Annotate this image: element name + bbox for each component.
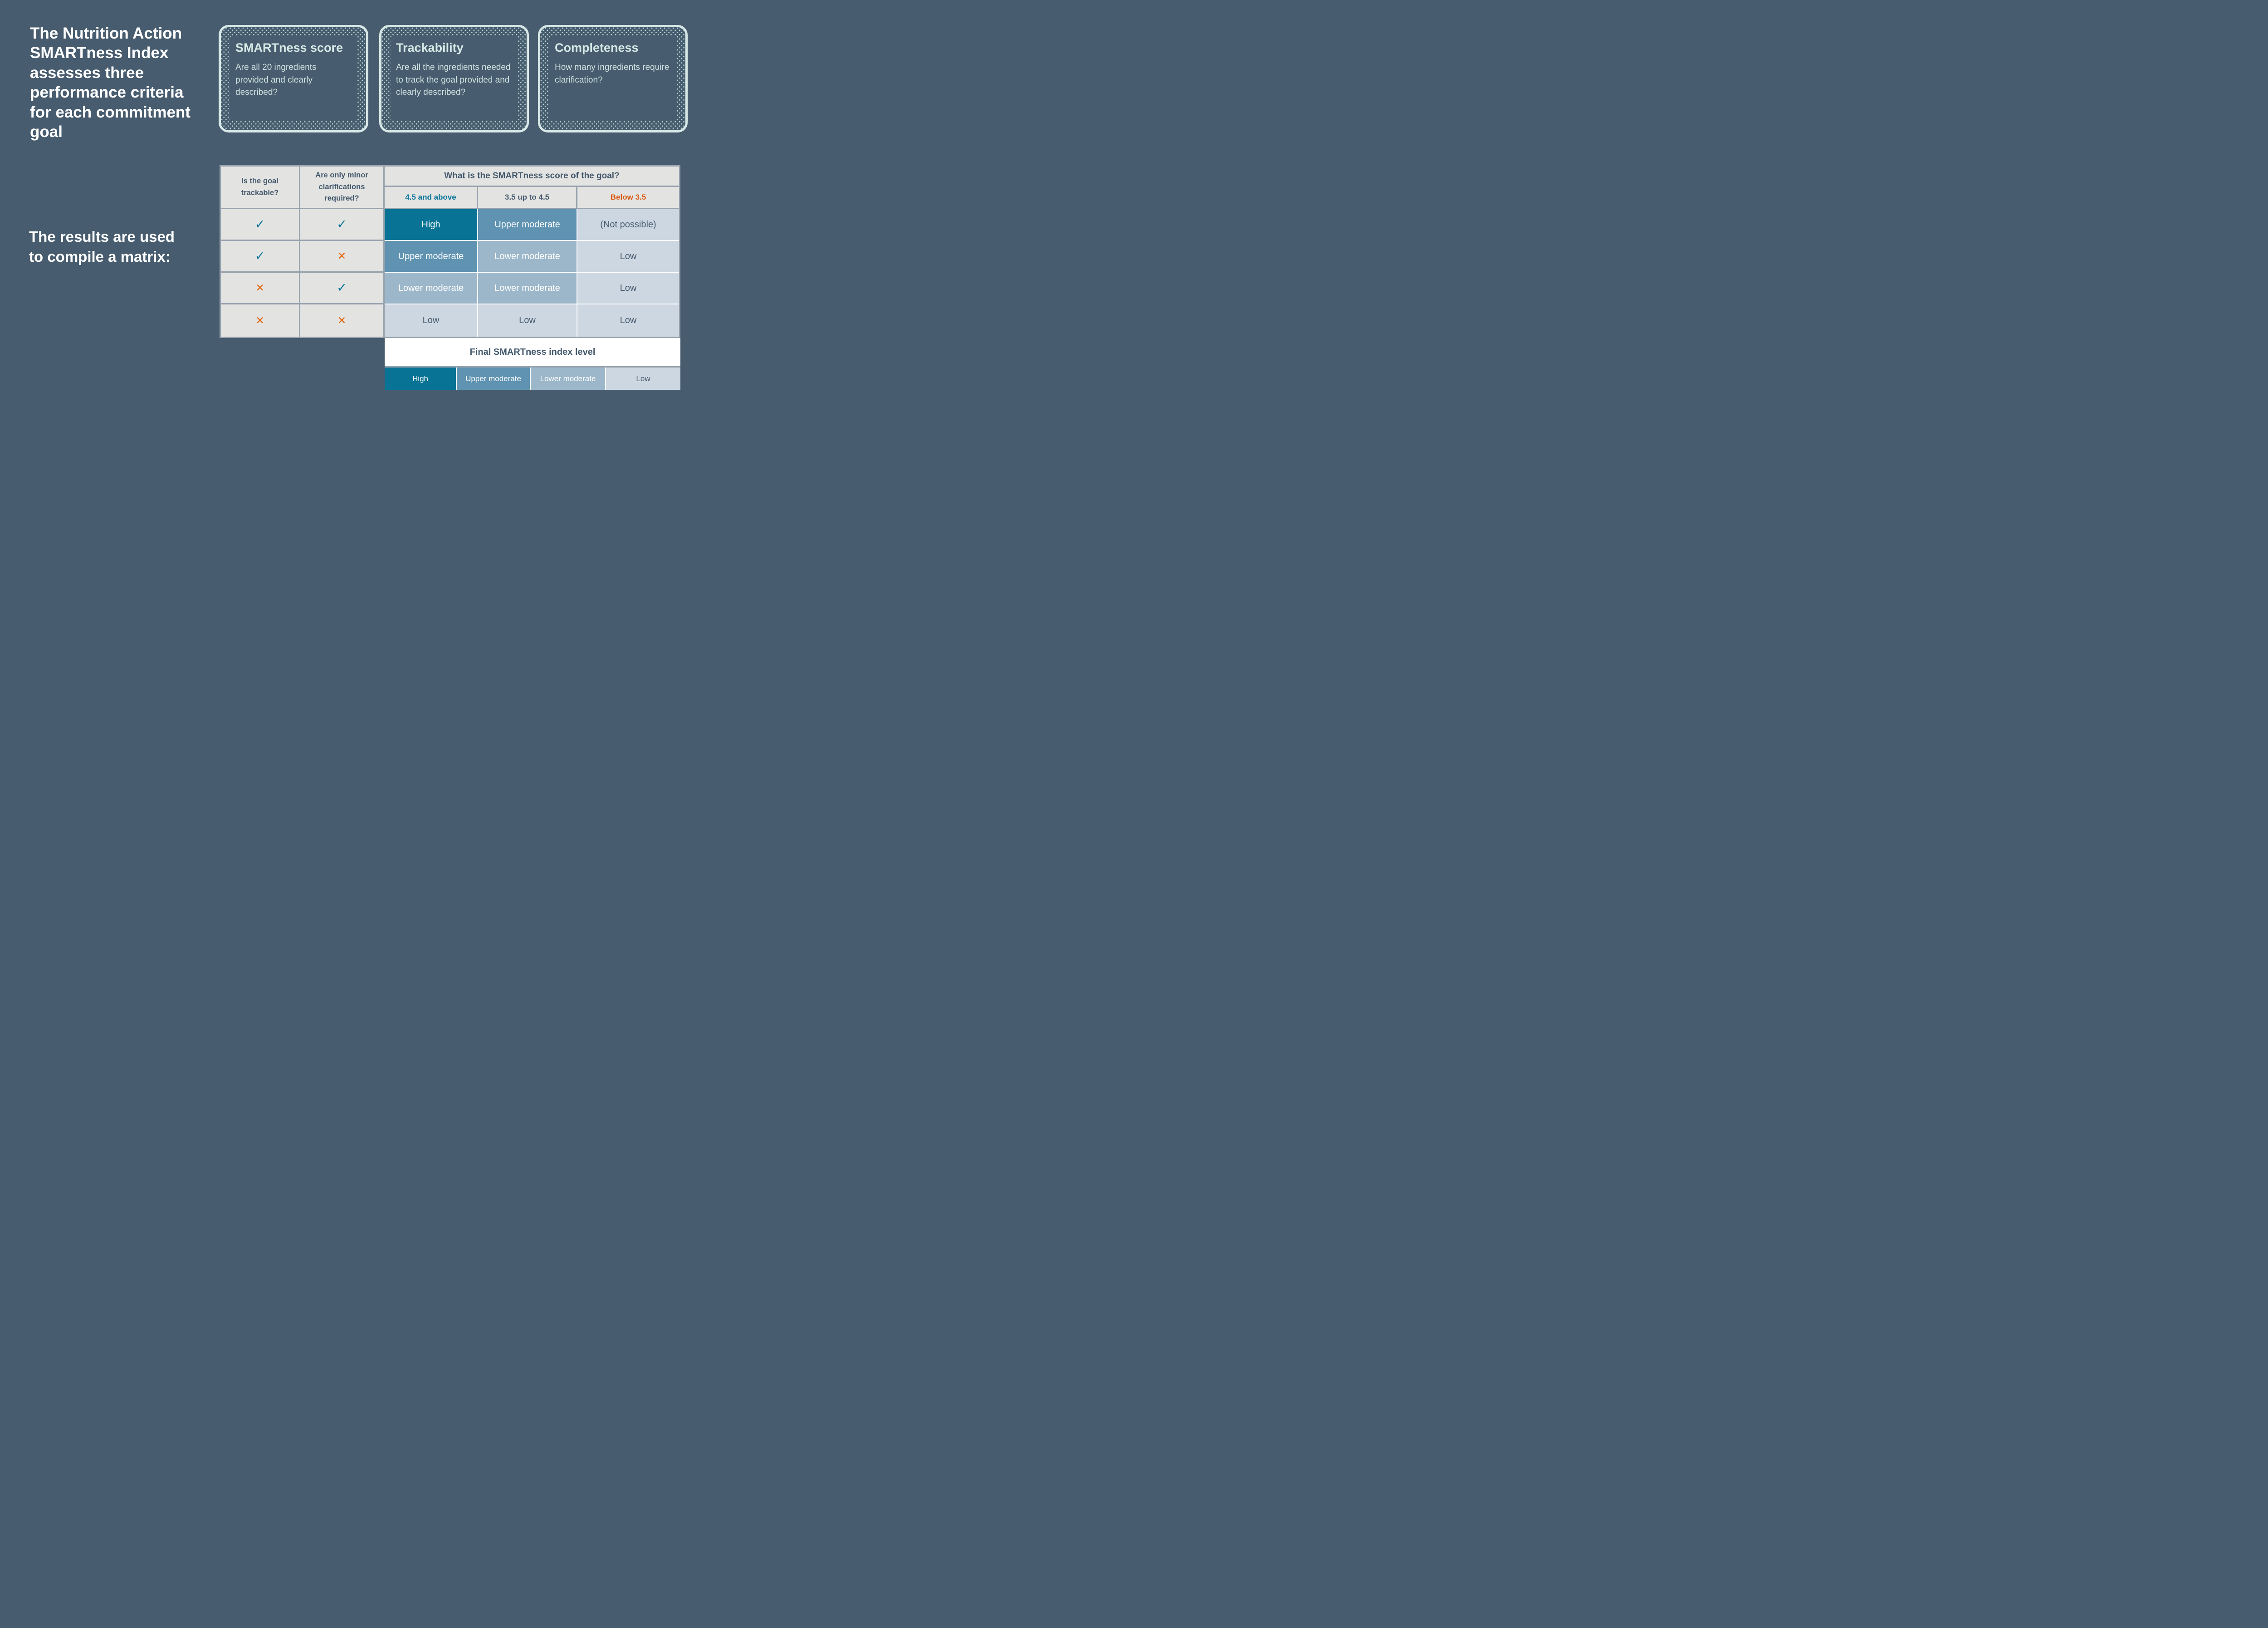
column-header-clarifications: Are only minor clarifications required? bbox=[300, 167, 385, 209]
page-title: The Nutrition Action SMARTness Index ass… bbox=[30, 25, 191, 141]
card-title: Completeness bbox=[555, 41, 639, 54]
card-trackability: Trackability Are all the ingredients nee… bbox=[379, 25, 529, 132]
card-smartness-score: SMARTness score Are all 20 ingredients p… bbox=[219, 25, 368, 132]
matrix-cell-r2c3: Low bbox=[577, 241, 679, 273]
card-description: How many ingredients require clarificati… bbox=[555, 63, 670, 85]
matrix-cell-r3c3: Low bbox=[577, 273, 679, 304]
matrix-cell-r3c2: Lower moderate bbox=[478, 273, 577, 304]
clarifications-mark-row1: ✓ bbox=[300, 209, 385, 241]
matrix-cell-r1c2: Upper moderate bbox=[478, 209, 577, 241]
trackable-mark-row2: ✓ bbox=[221, 241, 300, 273]
card-inner-panel: Completeness How many ingredients requir… bbox=[549, 36, 676, 121]
matrix-cell-r4c1: Low bbox=[385, 304, 478, 337]
clarifications-mark-row2: ✕ bbox=[300, 241, 385, 273]
index-level-legend: High Upper moderate Lower moderate Low bbox=[385, 368, 680, 390]
final-index-bar: Final SMARTness index level bbox=[385, 338, 680, 366]
matrix-note-line1: The results are used bbox=[29, 228, 175, 245]
matrix-cell-r1c3: (Not possible) bbox=[577, 209, 679, 241]
card-inner-panel: Trackability Are all the ingredients nee… bbox=[391, 36, 518, 121]
matrix-cell-r2c1: Upper moderate bbox=[385, 241, 478, 273]
matrix-cell-r4c3: Low bbox=[577, 304, 679, 337]
matrix-cell-r2c2: Lower moderate bbox=[478, 241, 577, 273]
infographic-page: The Nutrition Action SMARTness Index ass… bbox=[0, 0, 699, 412]
column-header-trackable: Is the goal trackable? bbox=[221, 167, 300, 209]
card-title: Trackability bbox=[396, 41, 464, 54]
legend-item-lower-moderate: Lower moderate bbox=[531, 368, 605, 390]
legend-item-upper-moderate: Upper moderate bbox=[457, 368, 530, 390]
legend-item-high: High bbox=[385, 368, 456, 390]
matrix-note: The results are used to compile a matrix… bbox=[29, 227, 220, 267]
score-band-low: Below 3.5 bbox=[577, 187, 679, 209]
score-band-mid: 3.5 up to 4.5 bbox=[478, 187, 577, 209]
smartness-matrix-table: Is the goal trackable? Are only minor cl… bbox=[220, 165, 680, 338]
matrix-cell-r4c2: Low bbox=[478, 304, 577, 337]
card-title: SMARTness score bbox=[235, 41, 343, 54]
clarifications-mark-row4: ✕ bbox=[300, 304, 385, 337]
trackable-mark-row4: ✕ bbox=[221, 304, 300, 337]
card-inner-panel: SMARTness score Are all 20 ingredients p… bbox=[230, 36, 357, 121]
final-index-divider bbox=[385, 366, 680, 368]
matrix-note-line2: to compile a matrix: bbox=[29, 248, 171, 265]
clarifications-mark-row3: ✓ bbox=[300, 273, 385, 304]
card-completeness: Completeness How many ingredients requir… bbox=[538, 25, 688, 132]
card-description: Are all the ingredients needed to track … bbox=[396, 63, 511, 98]
trackable-mark-row1: ✓ bbox=[221, 209, 300, 241]
score-band-high: 4.5 and above bbox=[385, 187, 478, 209]
card-description: Are all 20 ingredients provided and clea… bbox=[235, 63, 317, 98]
legend-item-low: Low bbox=[606, 368, 680, 390]
column-header-score-question: What is the SMARTness score of the goal? bbox=[385, 167, 679, 187]
matrix-cell-r1c1: High bbox=[385, 209, 478, 241]
matrix-cell-r3c1: Lower moderate bbox=[385, 273, 478, 304]
trackable-mark-row3: ✕ bbox=[221, 273, 300, 304]
